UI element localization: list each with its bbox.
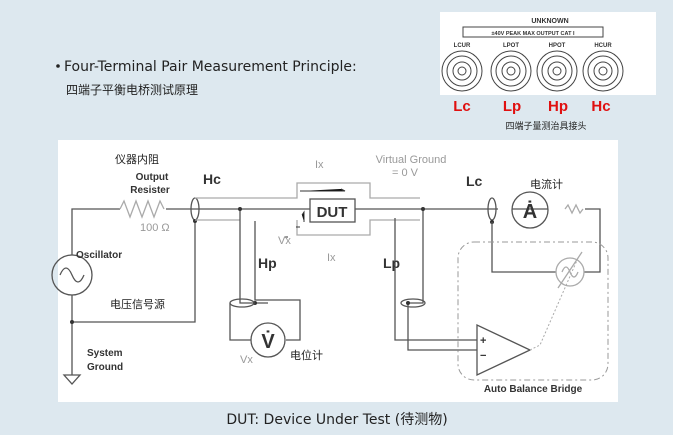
unknown-label: UNKNOWN bbox=[531, 18, 568, 25]
auto-balance-bridge-box bbox=[457, 241, 609, 381]
bnc-connector-icon bbox=[490, 50, 532, 92]
connector-panel: UNKNOWN ±40V PEAK MAX OUTPUT CAT I LCUR … bbox=[440, 12, 656, 132]
slide-title-cn: 四端子平衡电桥测试原理 bbox=[66, 82, 198, 97]
svg-text:System: System bbox=[87, 348, 123, 359]
warning-label: ±40V PEAK MAX OUTPUT CAT I bbox=[492, 31, 575, 37]
bottom-caption: DUT: Device Under Test (待测物) bbox=[226, 412, 447, 428]
lc-label: Lc bbox=[453, 98, 471, 115]
slide-title: Four-Terminal Pair Measurement Principle… bbox=[64, 59, 357, 75]
voltmeter-cn: 电位计 bbox=[290, 348, 323, 362]
resistor-icon bbox=[119, 199, 165, 219]
svg-text:V̇: V̇ bbox=[261, 329, 275, 353]
svg-text:Resister: Resister bbox=[130, 185, 170, 196]
svg-text:Virtual Ground: Virtual Ground bbox=[376, 154, 447, 166]
bnc-connectors bbox=[441, 50, 624, 92]
port-label: LCUR bbox=[454, 43, 471, 49]
svg-text:Vx: Vx bbox=[240, 354, 253, 366]
hc-label: Hc bbox=[591, 98, 610, 115]
ammeter-cn: 电流计 bbox=[530, 177, 563, 191]
resistor-cn: 仪器内阻 bbox=[115, 152, 159, 166]
svg-text:Hc: Hc bbox=[203, 171, 221, 187]
svg-text:Ix: Ix bbox=[315, 159, 324, 171]
svg-text:Ground: Ground bbox=[87, 362, 123, 373]
svg-text:= 0 V: = 0 V bbox=[392, 167, 419, 179]
oscillator-cn: 电压信号源 bbox=[110, 297, 165, 311]
svg-text:Lp: Lp bbox=[383, 255, 400, 271]
bullet bbox=[56, 64, 60, 68]
bnc-connector-icon bbox=[536, 50, 578, 92]
dut-label: DUT bbox=[317, 204, 348, 221]
svg-text:Ix: Ix bbox=[327, 252, 336, 264]
svg-text:Vx: Vx bbox=[278, 235, 291, 247]
oscillator-icon bbox=[51, 254, 93, 296]
port-label: LPOT bbox=[503, 43, 519, 49]
lp-label: Lp bbox=[503, 98, 521, 115]
bnc-connector-icon bbox=[582, 50, 624, 92]
bnc-connector-icon bbox=[441, 50, 483, 92]
svg-text:+: + bbox=[480, 335, 486, 347]
bridge-label: Auto Balance Bridge bbox=[484, 384, 583, 395]
port-label: HPOT bbox=[549, 43, 566, 49]
connector-caption: 四端子量测治具接头 bbox=[505, 120, 586, 132]
svg-text:Oscillator: Oscillator bbox=[76, 250, 122, 261]
opamp-icon bbox=[476, 323, 532, 377]
svg-text:Output: Output bbox=[136, 172, 169, 183]
svg-text:Lc: Lc bbox=[466, 173, 483, 189]
hp-label: Hp bbox=[548, 98, 568, 115]
svg-text:−: − bbox=[480, 350, 486, 362]
dut-box bbox=[309, 198, 356, 223]
variable-source-icon bbox=[555, 251, 585, 289]
circuit-diagram: V̇ DUT Ȧ 仪器内阻 电压信号源 电位计 电流计 Output Resis… bbox=[51, 140, 618, 402]
port-label: HCUR bbox=[594, 43, 612, 49]
voltmeter-icon: V̇ bbox=[250, 322, 286, 358]
svg-text:100 Ω: 100 Ω bbox=[140, 222, 170, 234]
svg-text:Hp: Hp bbox=[258, 255, 277, 271]
ammeter-icon: Ȧ bbox=[511, 191, 549, 229]
svg-text:Ȧ: Ȧ bbox=[523, 200, 537, 223]
